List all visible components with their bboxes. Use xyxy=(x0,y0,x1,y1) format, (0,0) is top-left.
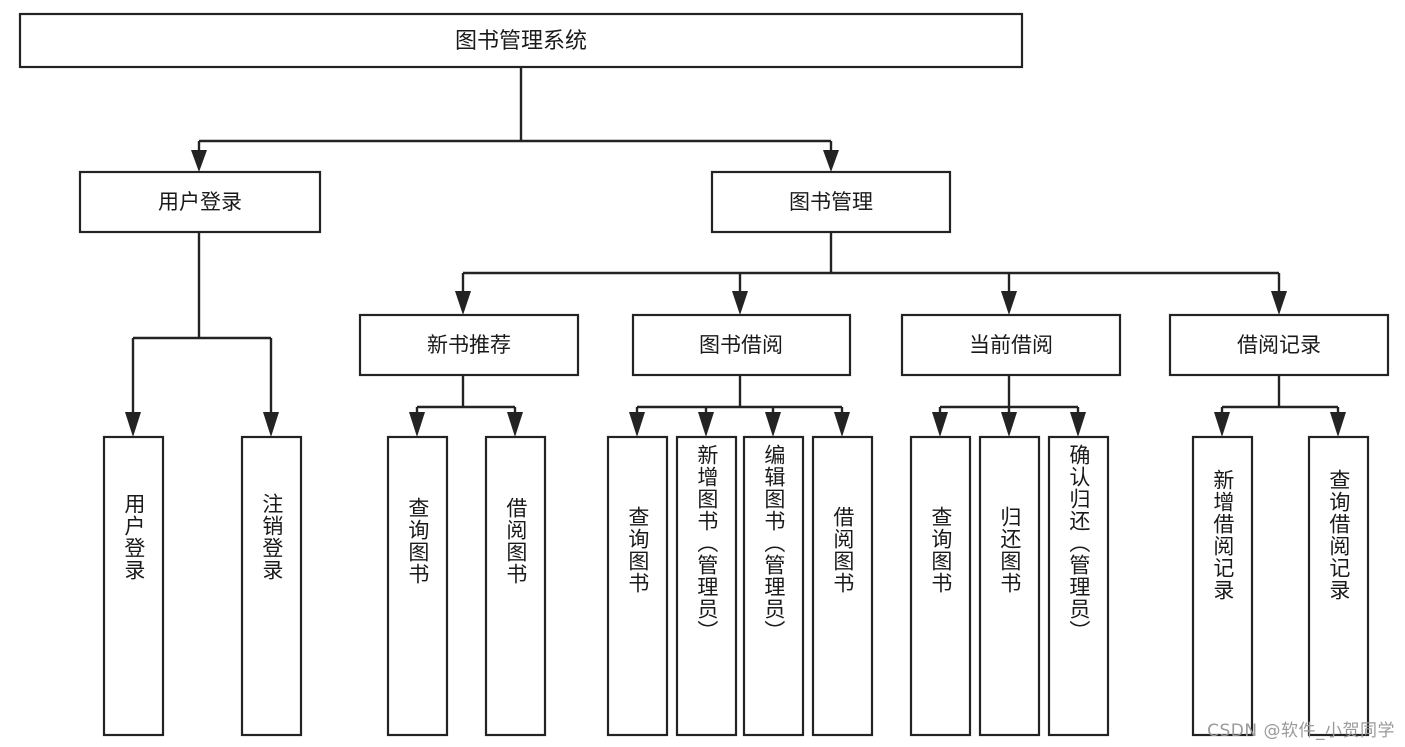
leaf-box-bb-query-book[interactable] xyxy=(606,435,669,737)
arrowhead-bookmgmt xyxy=(823,150,839,172)
arrowhead-bookborrow xyxy=(732,291,748,315)
leaf-box-cb-confirm-return[interactable] xyxy=(1047,435,1110,737)
csdn-watermark: CSDN @软件_小贺同学 xyxy=(1207,721,1395,741)
node-borrow-record-box[interactable] xyxy=(1168,313,1390,377)
leaf-box-nb-query-book[interactable] xyxy=(386,435,449,737)
leaf-box-cb-return-book[interactable] xyxy=(978,435,1041,737)
leaf-box-nb-borrow-book[interactable] xyxy=(484,435,547,737)
node-user-login[interactable]: 用户登录 xyxy=(78,170,322,234)
leaf-box-cb-query-book[interactable] xyxy=(909,435,972,737)
node-book-management-box[interactable] xyxy=(710,170,952,234)
arrowhead-leaf-cb-query xyxy=(932,412,948,437)
node-book-management[interactable]: 图书管理 xyxy=(710,170,952,234)
arrowhead-leaf-bb-add xyxy=(698,412,714,437)
node-book-management-label: 图书管理 xyxy=(789,190,873,214)
arrowhead-currentborrow xyxy=(1001,291,1017,315)
leaf-box-user-login[interactable] xyxy=(102,435,165,737)
node-book-borrow-box[interactable] xyxy=(631,313,852,377)
node-borrow-record-label: 借阅记录 xyxy=(1237,333,1321,357)
leaf-box-bb-borrow-book[interactable] xyxy=(811,435,874,737)
leaf-box-user-logout[interactable] xyxy=(240,435,303,737)
node-current-borrow-box[interactable] xyxy=(900,313,1122,377)
arrowhead-leaf-nb-borrow xyxy=(507,412,523,437)
arrowhead-userlogin xyxy=(191,150,207,172)
node-root-box[interactable] xyxy=(18,12,1024,69)
node-book-borrow[interactable]: 图书借阅 xyxy=(631,313,852,377)
leaf-box-group xyxy=(102,435,1370,737)
leaf-box-bb-edit-book[interactable] xyxy=(742,435,805,737)
node-new-book-recommend[interactable]: 新书推荐 xyxy=(358,313,580,377)
arrowhead-leaf-user-login xyxy=(125,412,141,437)
node-current-borrow-label: 当前借阅 xyxy=(969,333,1053,357)
arrowhead-newbook xyxy=(455,291,471,315)
node-borrow-record[interactable]: 借阅记录 xyxy=(1168,313,1390,377)
node-new-book-recommend-box[interactable] xyxy=(358,313,580,377)
arrowhead-leaf-cb-confirm xyxy=(1070,412,1086,437)
arrowhead-leaf-bb-query xyxy=(629,412,645,437)
node-current-borrow[interactable]: 当前借阅 xyxy=(900,313,1122,377)
arrowhead-borrowrecord xyxy=(1271,291,1287,315)
arrowhead-leaf-bb-edit xyxy=(765,412,781,437)
leaf-box-br-add-record[interactable] xyxy=(1191,435,1254,737)
node-root[interactable]: 图书管理系统 xyxy=(18,12,1024,69)
arrowhead-leaf-bb-borrow xyxy=(834,412,850,437)
arrowhead-leaf-user-logout xyxy=(263,412,279,437)
node-root-label: 图书管理系统 xyxy=(455,29,587,54)
node-user-login-box[interactable] xyxy=(78,170,322,234)
leaf-box-br-query-record[interactable] xyxy=(1307,435,1370,737)
arrowhead-leaf-br-query xyxy=(1330,412,1346,437)
connector-group xyxy=(125,67,1346,437)
leaf-box-bb-add-book[interactable] xyxy=(675,435,738,737)
arrowhead-leaf-br-add xyxy=(1214,412,1230,437)
node-book-borrow-label: 图书借阅 xyxy=(699,333,783,357)
arrowhead-leaf-nb-query xyxy=(409,412,425,437)
arrowhead-leaf-cb-return xyxy=(1001,412,1017,437)
node-new-book-recommend-label: 新书推荐 xyxy=(427,333,511,357)
node-user-login-label: 用户登录 xyxy=(158,190,242,214)
